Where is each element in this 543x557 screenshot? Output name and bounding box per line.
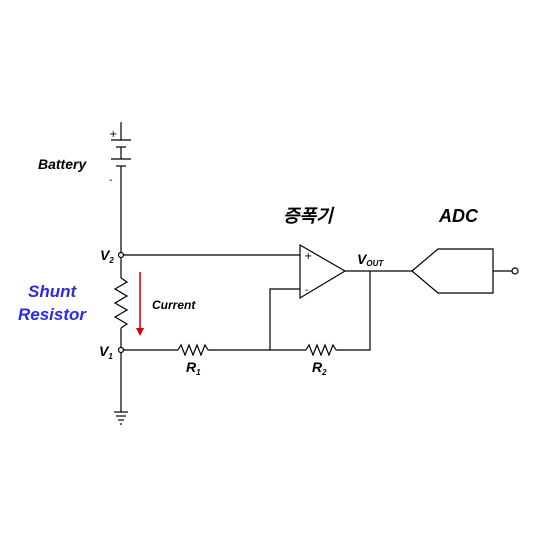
battery-plus-sign: + — [109, 129, 117, 140]
battery-label: Battery — [38, 156, 87, 172]
v2-label: V2 — [100, 247, 114, 265]
adc-block-icon — [411, 248, 494, 294]
vout-label: VOUT — [357, 251, 384, 268]
battery-minus-sign: - — [109, 175, 113, 186]
op-amp-triangle-icon — [299, 243, 347, 300]
shunt-label-line1: Shunt — [28, 282, 77, 301]
wire-feedback — [336, 271, 371, 351]
amplifier-label: 증폭기 — [283, 206, 335, 226]
wire-junction-opamp-minus — [269, 288, 300, 350]
node-v1 — [117, 346, 125, 354]
opamp-minus-sign: - — [305, 285, 309, 296]
current-label: Current — [152, 298, 196, 312]
r2-label: R2 — [312, 359, 327, 377]
resistor-zigzag-icon — [113, 257, 129, 348]
shunt-label-line2: Resistor — [18, 305, 87, 324]
ground-symbol-icon — [114, 411, 128, 425]
r1-resistor-icon — [177, 343, 209, 357]
adc-label: ADC — [438, 206, 479, 226]
r1-label: R1 — [186, 359, 201, 377]
v1-label: V1 — [99, 343, 113, 361]
opamp-plus-sign: + — [304, 251, 312, 262]
r2-resistor-icon — [305, 343, 337, 357]
adc-output-terminal — [511, 267, 519, 275]
battery-symbol-icon — [111, 122, 131, 202]
node-v2 — [117, 251, 125, 259]
